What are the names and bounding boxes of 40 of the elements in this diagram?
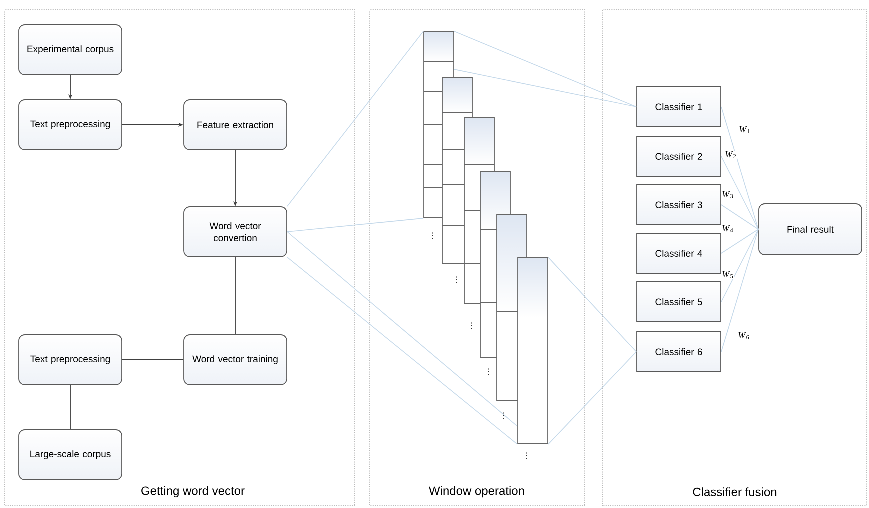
connector-line [70,385,71,430]
connector-line [721,106,759,230]
connector-line [721,156,759,230]
connector-line [721,229,759,302]
connector-line [721,229,759,254]
connector-line [548,257,637,445]
weight-label: W$_{3}$ [722,191,734,199]
process-box: Word vector convertion [184,206,288,258]
process-box: Final result [758,204,862,256]
ellipsis-mark: ⋮ [432,232,434,240]
classifier-box: Classifier 1 [636,86,722,128]
connector-line [235,257,236,335]
classifier-box: Classifier 5 [636,282,722,322]
process-box: Text preprocessing [18,100,122,150]
connector-line [287,232,518,445]
panel-heading: Getting word vector [142,486,245,498]
connector-line [287,31,424,232]
process-box: Feature extraction [184,100,288,150]
window-column [518,258,548,444]
connector-line [454,31,637,108]
connector-line [721,204,759,230]
panel-heading: Classifier fusion [693,488,777,496]
weight-label: W$_{2}$ [724,151,738,159]
classifier-box: Classifier 6 [636,332,722,372]
classifier-box: Classifier 3 [636,184,722,226]
process-box: Text preprocessing [18,334,122,386]
ellipsis-mark: ⋮ [456,276,458,284]
process-box: Word vector training [184,334,288,386]
process-box: Large-scale corpus [18,430,122,480]
classifier-box: Classifier 4 [636,233,722,274]
process-box: Experimental corpus [18,24,122,76]
weight-label: W$_{6}$ [738,332,750,340]
ellipsis-mark: ⋮ [488,368,490,376]
weight-label: W$_{1}$ [738,126,752,134]
weight-label: W$_{5}$ [722,271,734,279]
connector-line [721,229,759,352]
classifier-box: Classifier 2 [636,136,722,177]
weight-label: W$_{4}$ [722,225,734,233]
ellipsis-mark: ⋮ [526,452,528,460]
panel-heading: Window operation [429,486,524,498]
